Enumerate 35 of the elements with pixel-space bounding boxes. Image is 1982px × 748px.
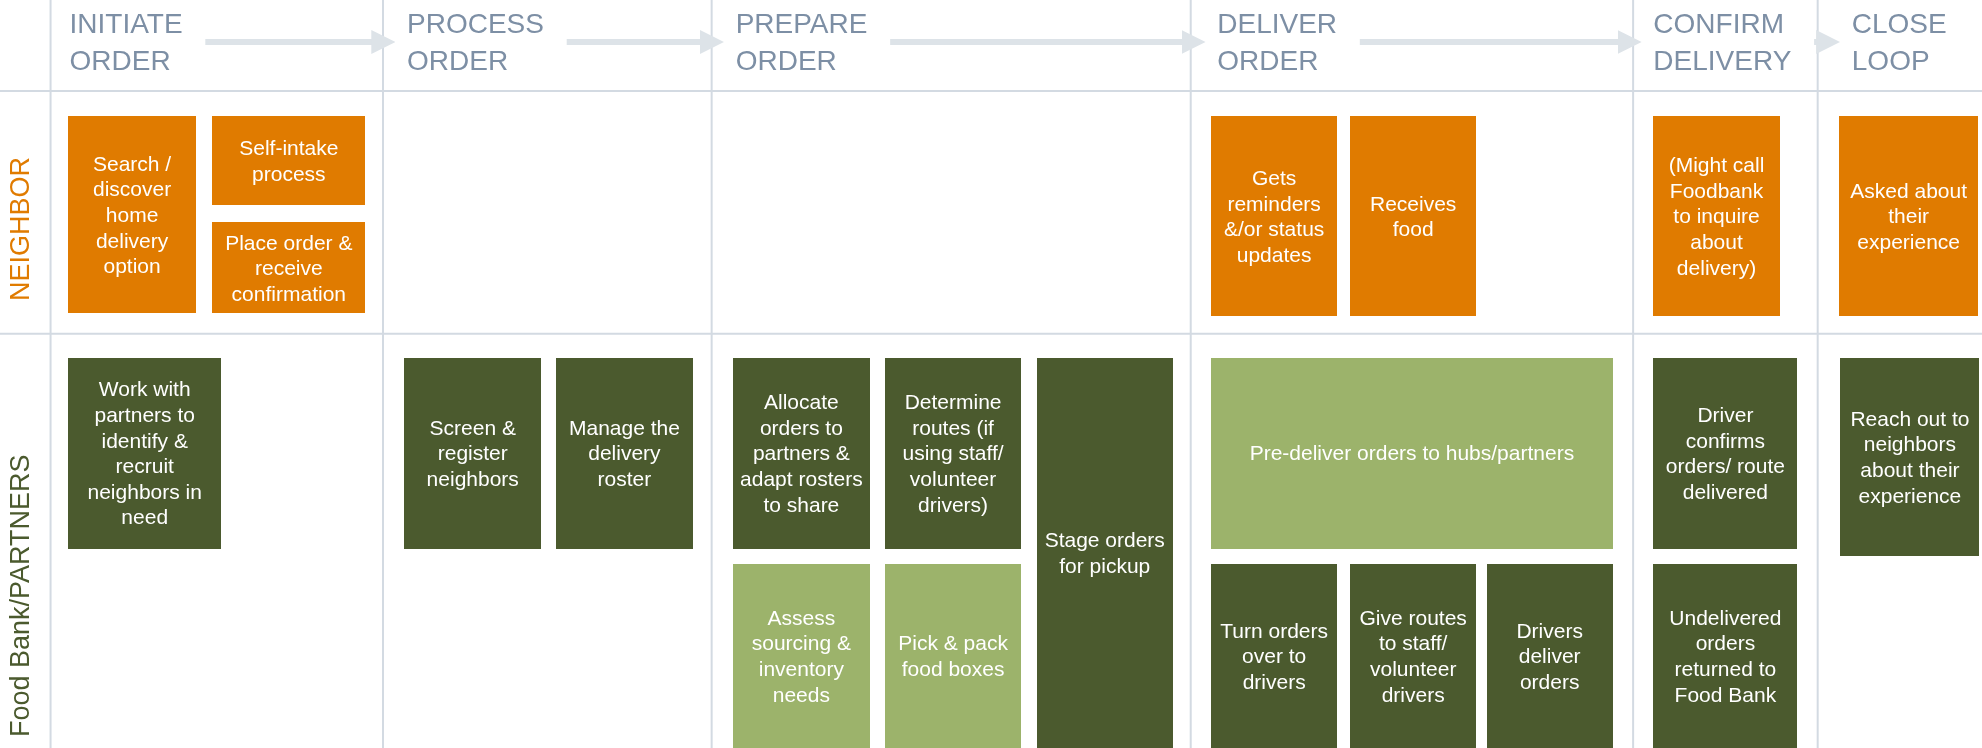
step-box: Pre-deliver orders to hubs/partners	[1210, 357, 1613, 549]
step-box: Turn orders over to drivers	[1210, 563, 1338, 748]
step-box: Asked about their experience	[1839, 116, 1979, 316]
step-box: Determine routes (if using staff/ volunteer drivers)	[884, 357, 1022, 549]
step-box: Search / discover home delivery option	[68, 116, 196, 314]
phase-heading: PROCESS ORDER	[407, 6, 565, 80]
step-box: Pick & pack food boxes	[884, 563, 1022, 748]
step-box: Assess sourcing & inventory needs	[733, 563, 870, 748]
arrow	[566, 30, 724, 54]
phase-heading: INITIATE ORDER	[69, 6, 228, 80]
step-box: Stage orders for pickup	[1036, 357, 1173, 748]
step-box: Manage the delivery roster	[556, 357, 693, 549]
step-box: Place order & receive confirmation	[212, 222, 366, 314]
phase-heading: CONFIRM DELIVERY	[1653, 6, 1816, 80]
step-box: Receives food	[1350, 116, 1477, 316]
step-box: Allocate orders to partners & adapt rosters to share	[733, 357, 870, 549]
arrow	[1814, 30, 1841, 54]
step-box: Drivers deliver orders	[1486, 563, 1613, 748]
step-box: Self-intake process	[212, 116, 366, 205]
step-box: Driver confirms orders/ route delivered	[1653, 357, 1798, 549]
step-box: Give routes to staff/ volunteer drivers	[1350, 563, 1477, 748]
phase-heading: DELIVER ORDER	[1217, 6, 1376, 80]
arrow	[890, 30, 1206, 54]
lane-label: Food Bank/PARTNERS	[5, 454, 37, 737]
step-box: (Might call Foodbank to inquire about delivery)	[1653, 116, 1780, 316]
step-box: Reach out to neighbors about their experience	[1840, 357, 1980, 557]
phase-heading: CLOSE LOOP	[1851, 6, 1979, 80]
lane-label: NEIGHBOR	[5, 156, 37, 301]
step-box: Undelivered orders returned to Food Bank	[1653, 563, 1798, 748]
step-box: Screen & register neighbors	[404, 357, 541, 549]
phase-heading: PREPARE ORDER	[735, 6, 894, 80]
step-box: Gets reminders &/or status updates	[1210, 116, 1338, 316]
arrow	[205, 30, 396, 54]
arrow	[1359, 30, 1642, 54]
step-box: Work with partners to identify & recruit neighbors in need	[68, 357, 222, 549]
